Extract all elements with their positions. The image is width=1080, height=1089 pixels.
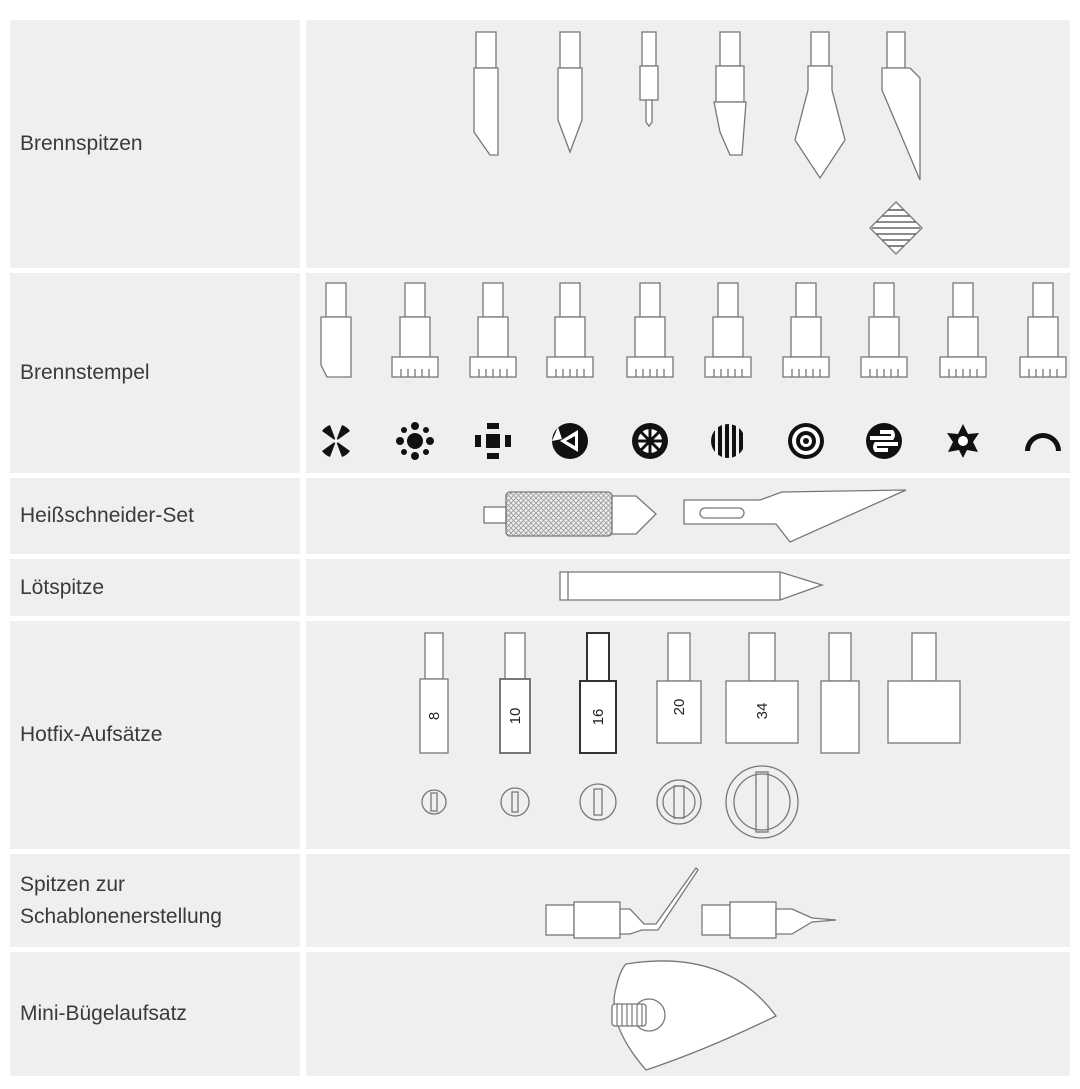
stamp-tip-icon — [939, 282, 987, 378]
schablonen-illustrations — [306, 854, 1070, 947]
row-label: Brennspitzen — [10, 20, 300, 268]
table-row: Mini-Bügelaufsatz — [10, 952, 1070, 1076]
pattern-wheel-icon — [632, 423, 668, 459]
stamp-tip-icon — [626, 282, 674, 378]
row-label: Spitzen zur Schablonenerstellung — [10, 854, 300, 947]
table-row: Heißschneider-Set — [10, 478, 1070, 554]
pattern-square-icon — [475, 423, 511, 459]
burning-tips-icon — [473, 31, 923, 255]
table-row: Spitzen zur Schablonenerstellung — [10, 854, 1070, 947]
row-label: Mini-Bügelaufsatz — [10, 952, 300, 1076]
pattern-star-icon — [947, 424, 979, 458]
pattern-stripes-icon — [711, 424, 743, 458]
mini-iron-illustrations — [306, 952, 1070, 1076]
hotfix-size-label: 20 — [671, 699, 688, 716]
stamp-tip-icon — [860, 282, 908, 378]
pattern-dots-icon — [396, 422, 434, 460]
hot-cutter-icon — [483, 489, 907, 543]
stamp-tip-icon — [704, 282, 752, 378]
stamp-tip-icon — [320, 282, 352, 378]
heissschneider-illustrations — [306, 478, 1070, 554]
table-row: Lötspitze — [10, 559, 1070, 616]
row-label: Heißschneider-Set — [10, 478, 300, 554]
loetspitze-illustrations — [306, 559, 1070, 616]
hotfix-size-label: 10 — [507, 708, 524, 725]
hotfix-size-label: 8 — [426, 712, 443, 720]
brennspitzen-illustrations — [306, 20, 1070, 268]
pattern-target-icon — [788, 423, 824, 459]
stamp-tips-icon — [320, 282, 1067, 460]
pattern-s-icon — [866, 423, 902, 459]
row-label: Brennstempel — [10, 273, 300, 473]
stencil-tips-icon — [545, 866, 837, 939]
hotfix-tips-icon: 8 10 16 20 3 — [419, 632, 961, 839]
row-label: Lötspitze — [10, 559, 300, 616]
stamp-tip-icon — [546, 282, 594, 378]
stamp-tip-icon — [469, 282, 517, 378]
hotfix-illustrations: 8 10 16 20 3 — [306, 621, 1070, 849]
table-row: Brennstempel — [10, 273, 1070, 473]
stamp-tip-icon — [391, 282, 439, 378]
table-row: Brennspitzen — [10, 20, 1070, 268]
pattern-quad-icon — [322, 425, 350, 457]
stamp-tip-icon — [782, 282, 830, 378]
pattern-triangle-icon — [552, 423, 588, 459]
soldering-tip-icon — [559, 571, 825, 601]
brennstempel-illustrations — [306, 273, 1070, 473]
mini-iron-icon — [611, 960, 777, 1071]
table-row: Hotfix-Aufsätze 8 10 16 — [10, 621, 1070, 849]
pattern-crescent-icon — [1025, 433, 1061, 451]
hotfix-size-label: 34 — [754, 703, 771, 720]
stamp-tip-icon — [1019, 282, 1067, 378]
hotfix-size-label: 16 — [590, 709, 607, 726]
row-label: Hotfix-Aufsätze — [10, 621, 300, 849]
